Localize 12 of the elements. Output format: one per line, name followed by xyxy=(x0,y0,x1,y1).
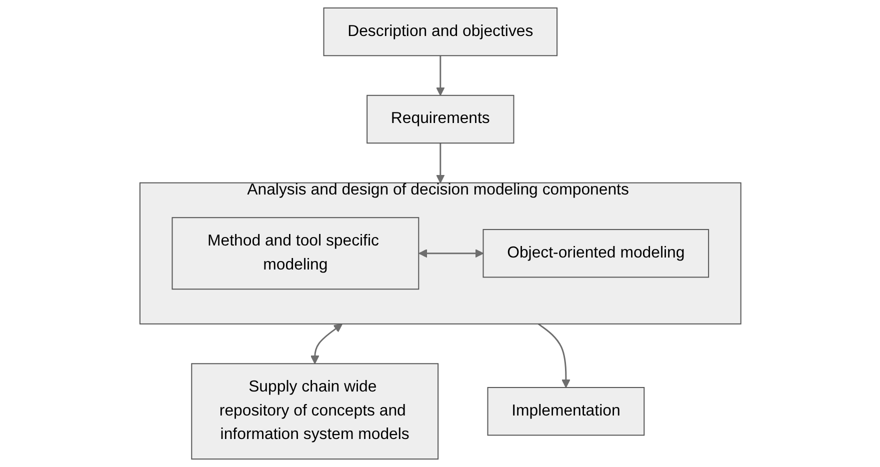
arrow xyxy=(436,143,444,184)
process-box: Method and tool specific modeling xyxy=(171,217,419,290)
arrow xyxy=(418,249,484,258)
arrow xyxy=(436,56,444,96)
process-box: Requirements xyxy=(366,94,514,144)
arrow xyxy=(538,323,570,388)
arrow xyxy=(310,324,342,364)
process-box: Implementation xyxy=(486,387,644,436)
process-box: Supply chain wide repository of concepts and information system models xyxy=(190,363,438,460)
process-box: Object-oriented modeling xyxy=(482,229,709,278)
group-title: Analysis and design of decision modeling components xyxy=(246,182,629,199)
process-box: Description and objectives xyxy=(322,7,558,56)
